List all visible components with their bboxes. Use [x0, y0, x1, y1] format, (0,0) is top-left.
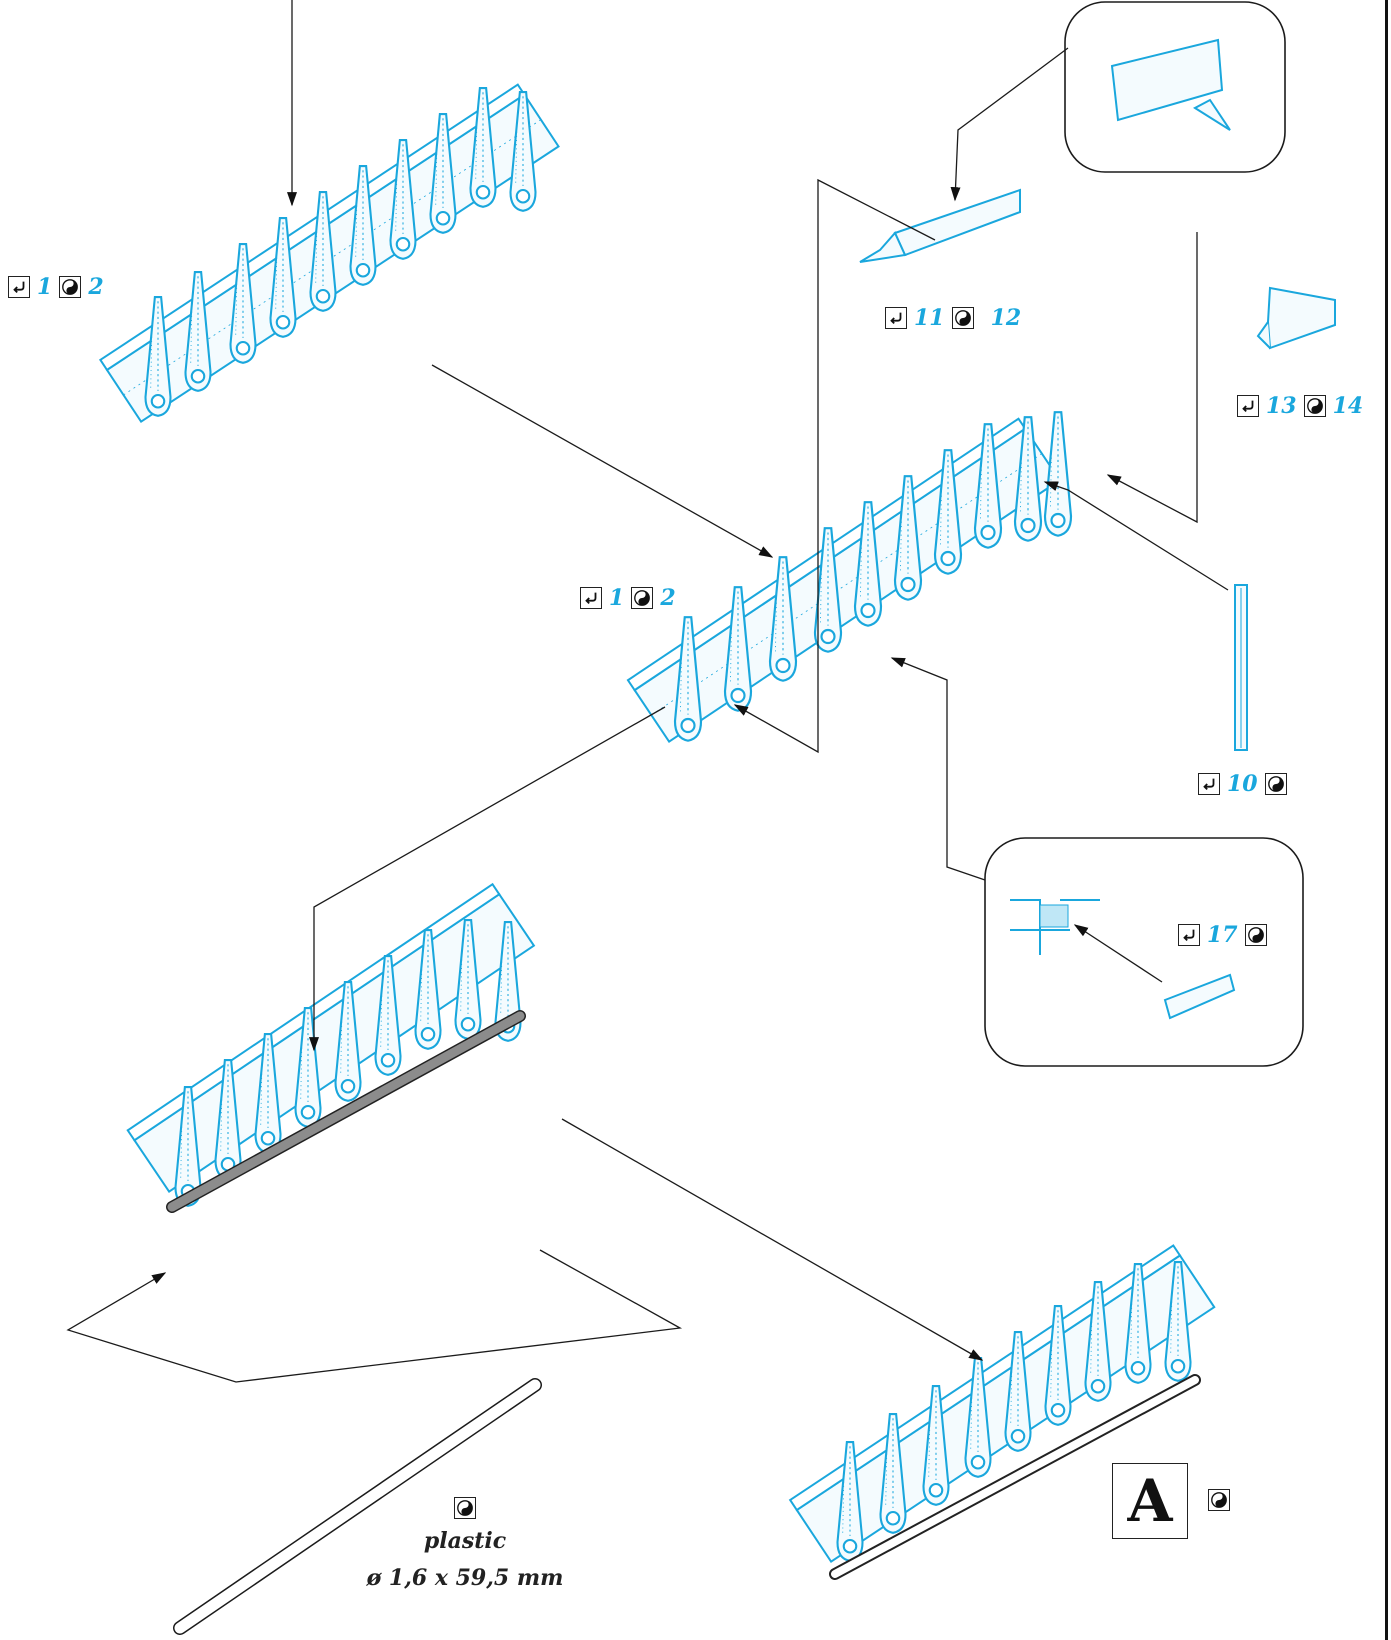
label-part-10: 10	[1198, 771, 1287, 797]
glue-hook-icon	[1178, 924, 1200, 946]
part-number: 2	[660, 585, 676, 611]
part-number: 10	[1227, 771, 1258, 797]
label-parts-11-12: 11 12	[885, 305, 1021, 331]
leader-lines	[66, 0, 1229, 1383]
part-11-12-drawing	[859, 188, 1021, 263]
part-number: 12	[990, 305, 1022, 331]
part-number: 1	[37, 274, 53, 300]
part-number: 17	[1207, 922, 1238, 948]
loose-plastic-rod	[173, 1378, 542, 1635]
yin-yang-paint-icon	[1264, 773, 1287, 795]
glue-hook-icon	[8, 276, 30, 298]
detail-inset-top	[1064, 1, 1286, 173]
label-parts-1-2-top: 1 2	[8, 274, 104, 300]
rod-dimensions-text: ø 1,6 x 59,5 mm	[366, 1565, 564, 1591]
label-parts-1-2-center: 1 2	[580, 585, 676, 611]
yin-yang-paint-icon	[951, 307, 974, 329]
part-number: 11	[914, 305, 945, 331]
part-10-drawing	[1234, 584, 1248, 751]
yin-yang-paint-icon	[1244, 924, 1267, 946]
rod-material-text: plastic	[423, 1528, 507, 1554]
label-part-17: 17	[1178, 922, 1267, 948]
glue-hook-icon	[885, 307, 907, 329]
part-number: 14	[1332, 393, 1364, 419]
detail-inset-bottom	[984, 837, 1304, 1067]
part-number: 13	[1266, 393, 1297, 419]
inserted-rod-white-fill	[831, 1376, 1199, 1578]
yin-yang-paint-icon	[1303, 395, 1326, 417]
part-number: 1	[609, 585, 625, 611]
rail-3-fins	[174, 918, 522, 1208]
yin-yang-paint-icon	[1208, 1489, 1230, 1511]
page-border-right	[1385, 0, 1388, 1640]
yin-yang-paint-icon	[454, 1497, 476, 1519]
part-13-14-drawing	[1256, 286, 1336, 350]
yin-yang-paint-icon	[631, 587, 654, 609]
label-parts-13-14: 13 14	[1237, 393, 1363, 419]
glue-hook-icon	[1237, 395, 1259, 417]
assembly-label-box: A	[1112, 1463, 1188, 1539]
yin-yang-paint-icon	[59, 276, 82, 298]
glue-hook-icon	[580, 587, 602, 609]
inserted-rod-gray-fill	[167, 1011, 525, 1212]
part-number: 2	[88, 274, 104, 300]
glue-hook-icon	[1198, 773, 1220, 795]
